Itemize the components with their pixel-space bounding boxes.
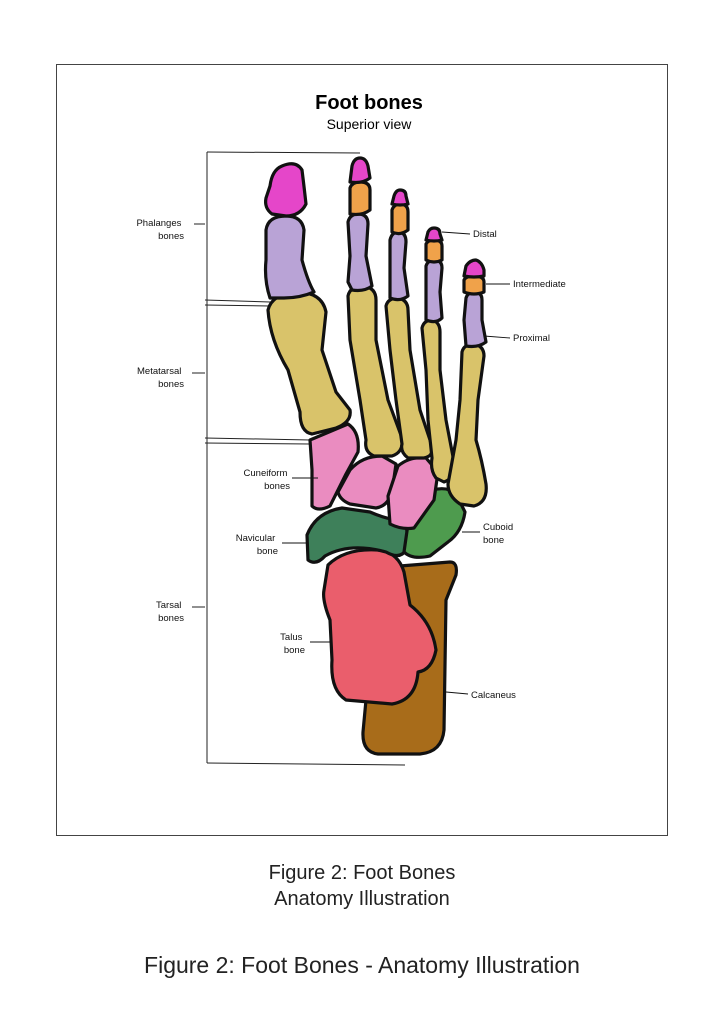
figure-title: Foot bones (315, 92, 423, 114)
proximal-phalanx-2-bone (346, 212, 374, 293)
metatarsal-1-bone (266, 290, 352, 436)
phalanges-label: Phalanges bones (136, 218, 184, 242)
distal-phalanx-4-bone (424, 226, 444, 243)
figure-caption: Figure 2: Foot Bones Anatomy Illustratio… (0, 860, 724, 912)
proximal-phalanx-3-bone (388, 230, 410, 302)
footer-caption: Figure 2: Foot Bones - Anatomy Illustrat… (144, 952, 580, 978)
calcaneus-label: Calcaneus (471, 690, 516, 701)
cuboid-bone (402, 487, 467, 559)
talus-label: Talus bone (280, 632, 305, 656)
intermediate-phalanx-3-bone (390, 202, 410, 236)
distal-label: Distal (473, 229, 497, 240)
proximal-label: Proximal (513, 333, 550, 344)
proximal-phalanx-5-bone (462, 290, 488, 349)
distal-phalanx-2-bone (348, 156, 372, 185)
lateral-cuneiform-bone (386, 456, 440, 531)
intermediate-phalanx-2-bone (348, 180, 372, 217)
intermediate-phalanx-5-bone (462, 274, 486, 296)
leader-lines (282, 231, 511, 695)
metatarsal-5-bone (446, 342, 488, 508)
intermediate-phalanx-4-bone (424, 238, 444, 264)
tarsal-label: Tarsal bones (156, 600, 184, 624)
intermediate-label: Intermediate (513, 279, 566, 290)
distal-phalanx-3-bone (390, 188, 410, 207)
proximal-phalanx-4-bone (424, 258, 444, 324)
metatarsal-label: Metatarsal bones (137, 366, 184, 390)
cuneiform-label: Cuneiform bones (244, 468, 291, 492)
caption-line-2: Anatomy Illustration (274, 888, 450, 910)
caption-line-1: Figure 2: Foot Bones (268, 862, 456, 884)
intermediate-cuneiform-bone (336, 454, 398, 510)
figure-subtitle: Superior view (327, 116, 413, 132)
distal-phalanx-5-bone (462, 258, 486, 279)
distal-phalanx-1-bone (264, 162, 308, 218)
bracket-lines (192, 151, 406, 766)
navicular-label: Navicular bone (236, 533, 278, 557)
proximal-phalanx-1-bone (263, 214, 316, 300)
cuboid-label: Cuboid bone (483, 522, 516, 546)
